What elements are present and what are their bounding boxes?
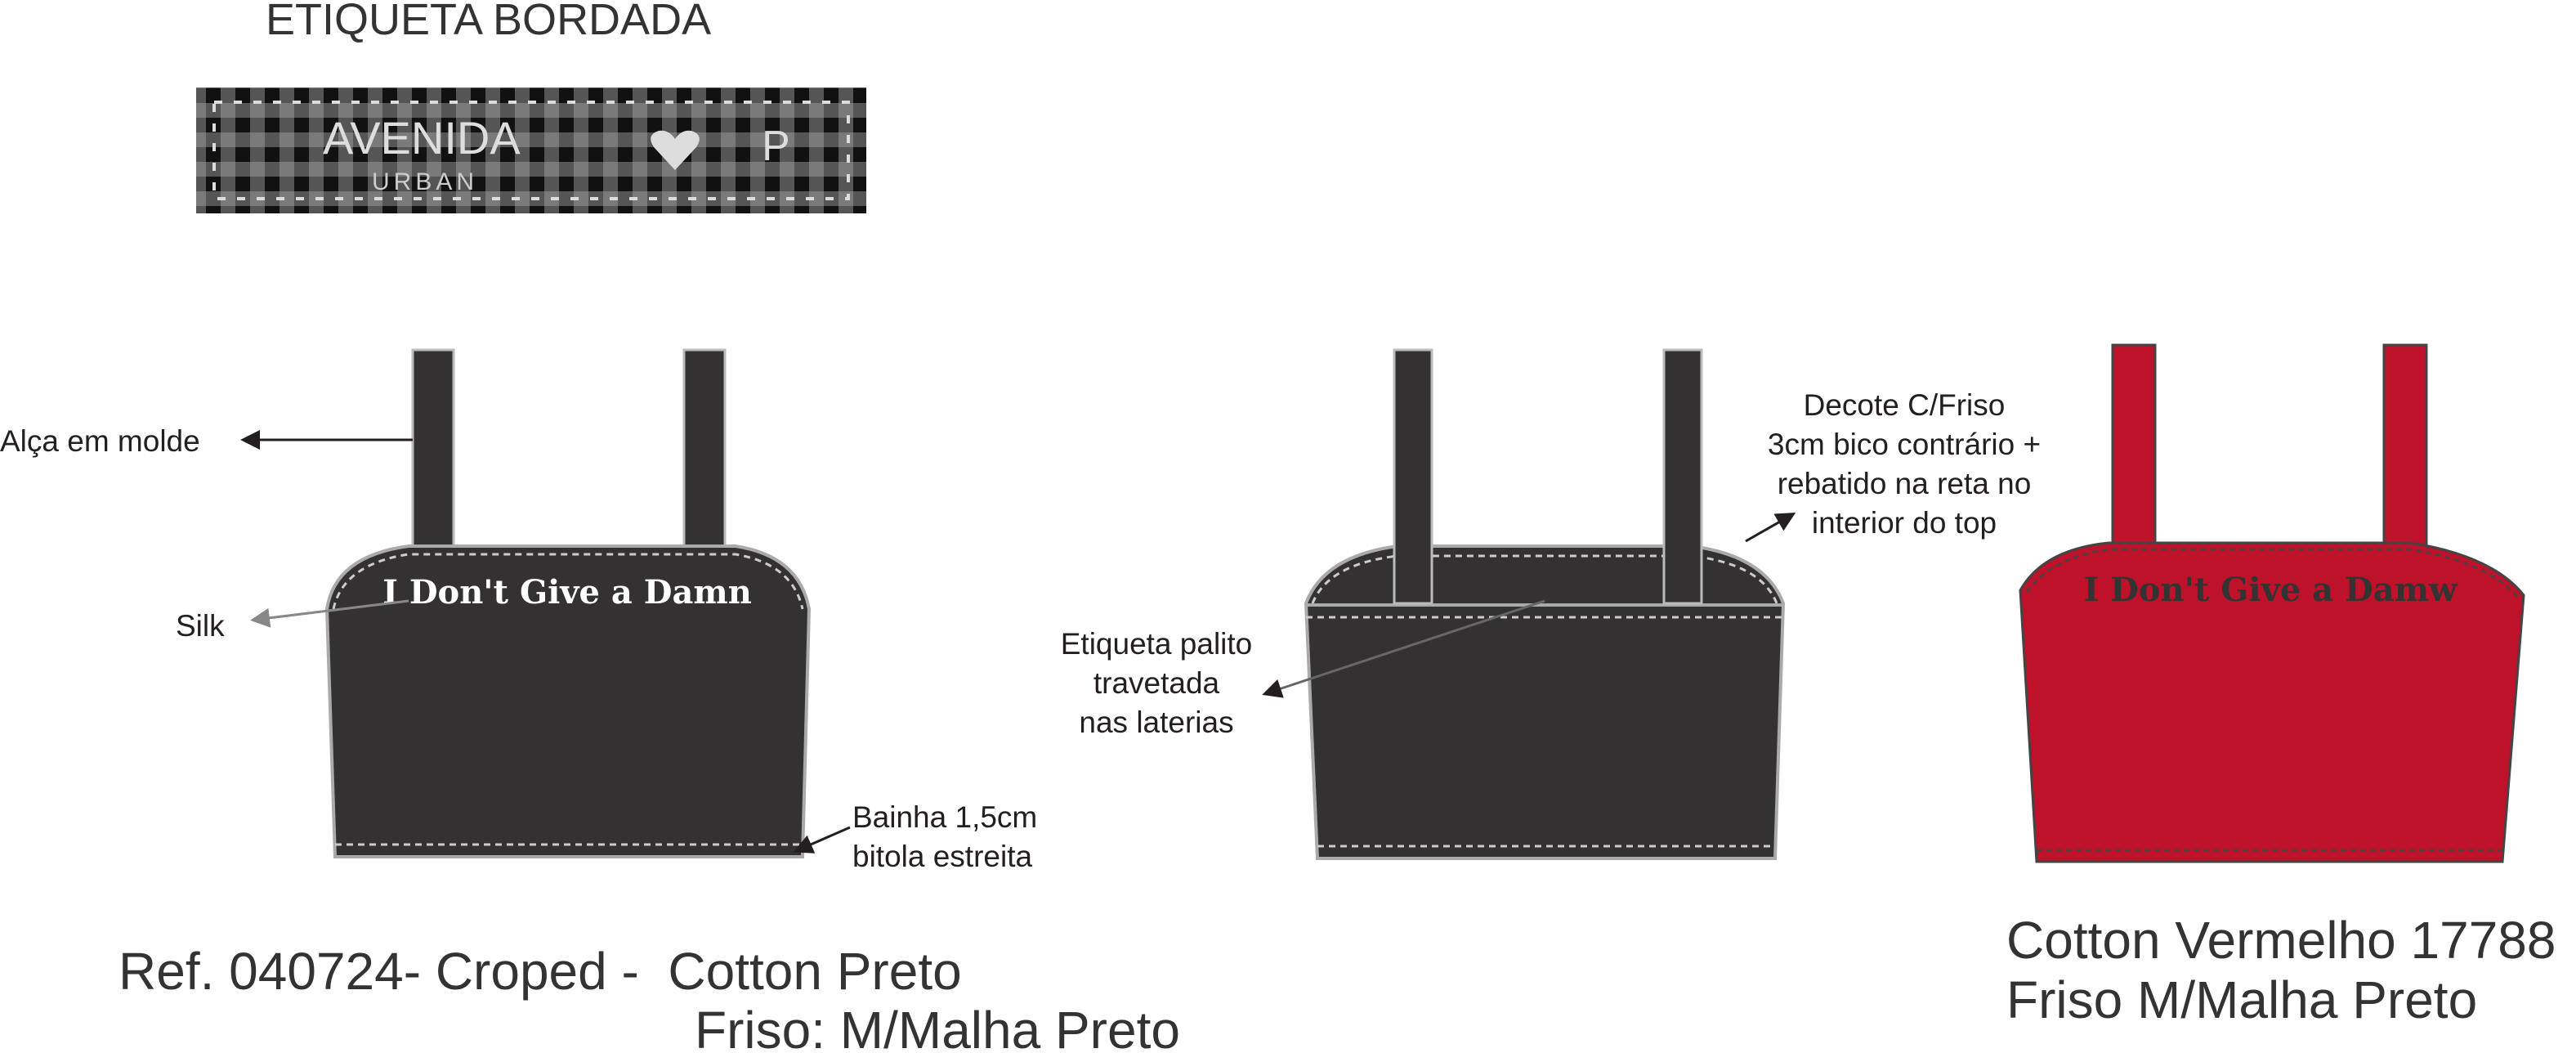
section-title: ETIQUETA BORDADA	[266, 0, 711, 44]
variant-friso: Friso M/Malha Preto	[2006, 970, 2477, 1029]
annotation-bainha: Bainha 1,5cm bitola estreita	[852, 800, 1037, 873]
annotation-line: 3cm bico contrário +	[1768, 428, 2041, 461]
silk-print-red: I Don't Give a Damw	[2084, 571, 2458, 609]
annotation-line: bitola estreita	[852, 840, 1032, 873]
annotation-line: nas laterias	[1079, 706, 1233, 739]
embroidered-label: AVENIDA URBAN P	[196, 87, 866, 213]
reference-line: Ref. 040724- Croped - Cotton Preto	[119, 942, 962, 1001]
top-back-black	[1304, 348, 1786, 860]
annotation-line: travetada	[1093, 666, 1220, 700]
annotation-alca: Alça em molde	[0, 424, 200, 458]
annotation-silk: Silk	[176, 609, 225, 643]
arrow-etiqueta	[1262, 599, 1545, 698]
arrow-silk	[250, 599, 409, 628]
silk-print: I Don't Give a Damn	[382, 573, 752, 612]
annotation-line: Decote C/Friso	[1804, 388, 2006, 422]
variant-line: Cotton Vermelho 17788	[2006, 911, 2556, 970]
top-front-red: I Don't Give a Damw	[2019, 343, 2525, 863]
annotation-line: Bainha 1,5cm	[852, 800, 1037, 834]
label-size: P	[762, 123, 790, 170]
annotation-etiqueta: Etiqueta palito travetada nas laterias	[1061, 627, 1253, 739]
arrow-decote	[1745, 513, 1796, 543]
reference-friso: Friso: M/Malha Preto	[695, 1001, 1180, 1053]
label-brand: AVENIDA	[323, 112, 521, 164]
top-front-black: I Don't Give a Damn	[324, 348, 812, 858]
annotation-decote: Decote C/Friso 3cm bico contrário + reba…	[1768, 388, 2041, 540]
annotation-line: rebatido na reta no	[1778, 467, 2032, 500]
annotation-line: interior do top	[1812, 506, 1997, 540]
heart-icon	[651, 130, 700, 170]
label-sub: URBAN	[372, 168, 478, 195]
arrow-bainha	[793, 826, 851, 854]
annotation-line: Etiqueta palito	[1061, 627, 1253, 661]
